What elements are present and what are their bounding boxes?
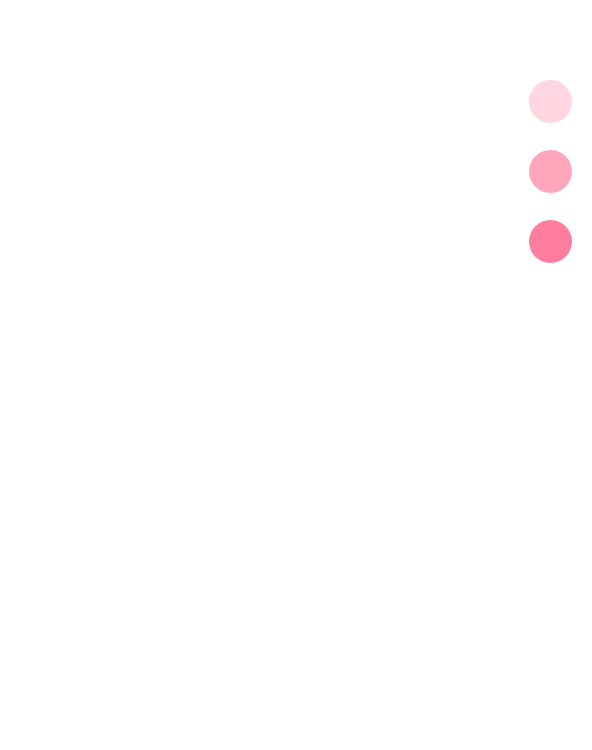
color-swatch-list — [529, 80, 572, 263]
color-swatch-dark-pink[interactable] — [529, 220, 572, 263]
color-swatch-medium-pink[interactable] — [529, 150, 572, 193]
color-swatch-light-pink[interactable] — [529, 80, 572, 123]
